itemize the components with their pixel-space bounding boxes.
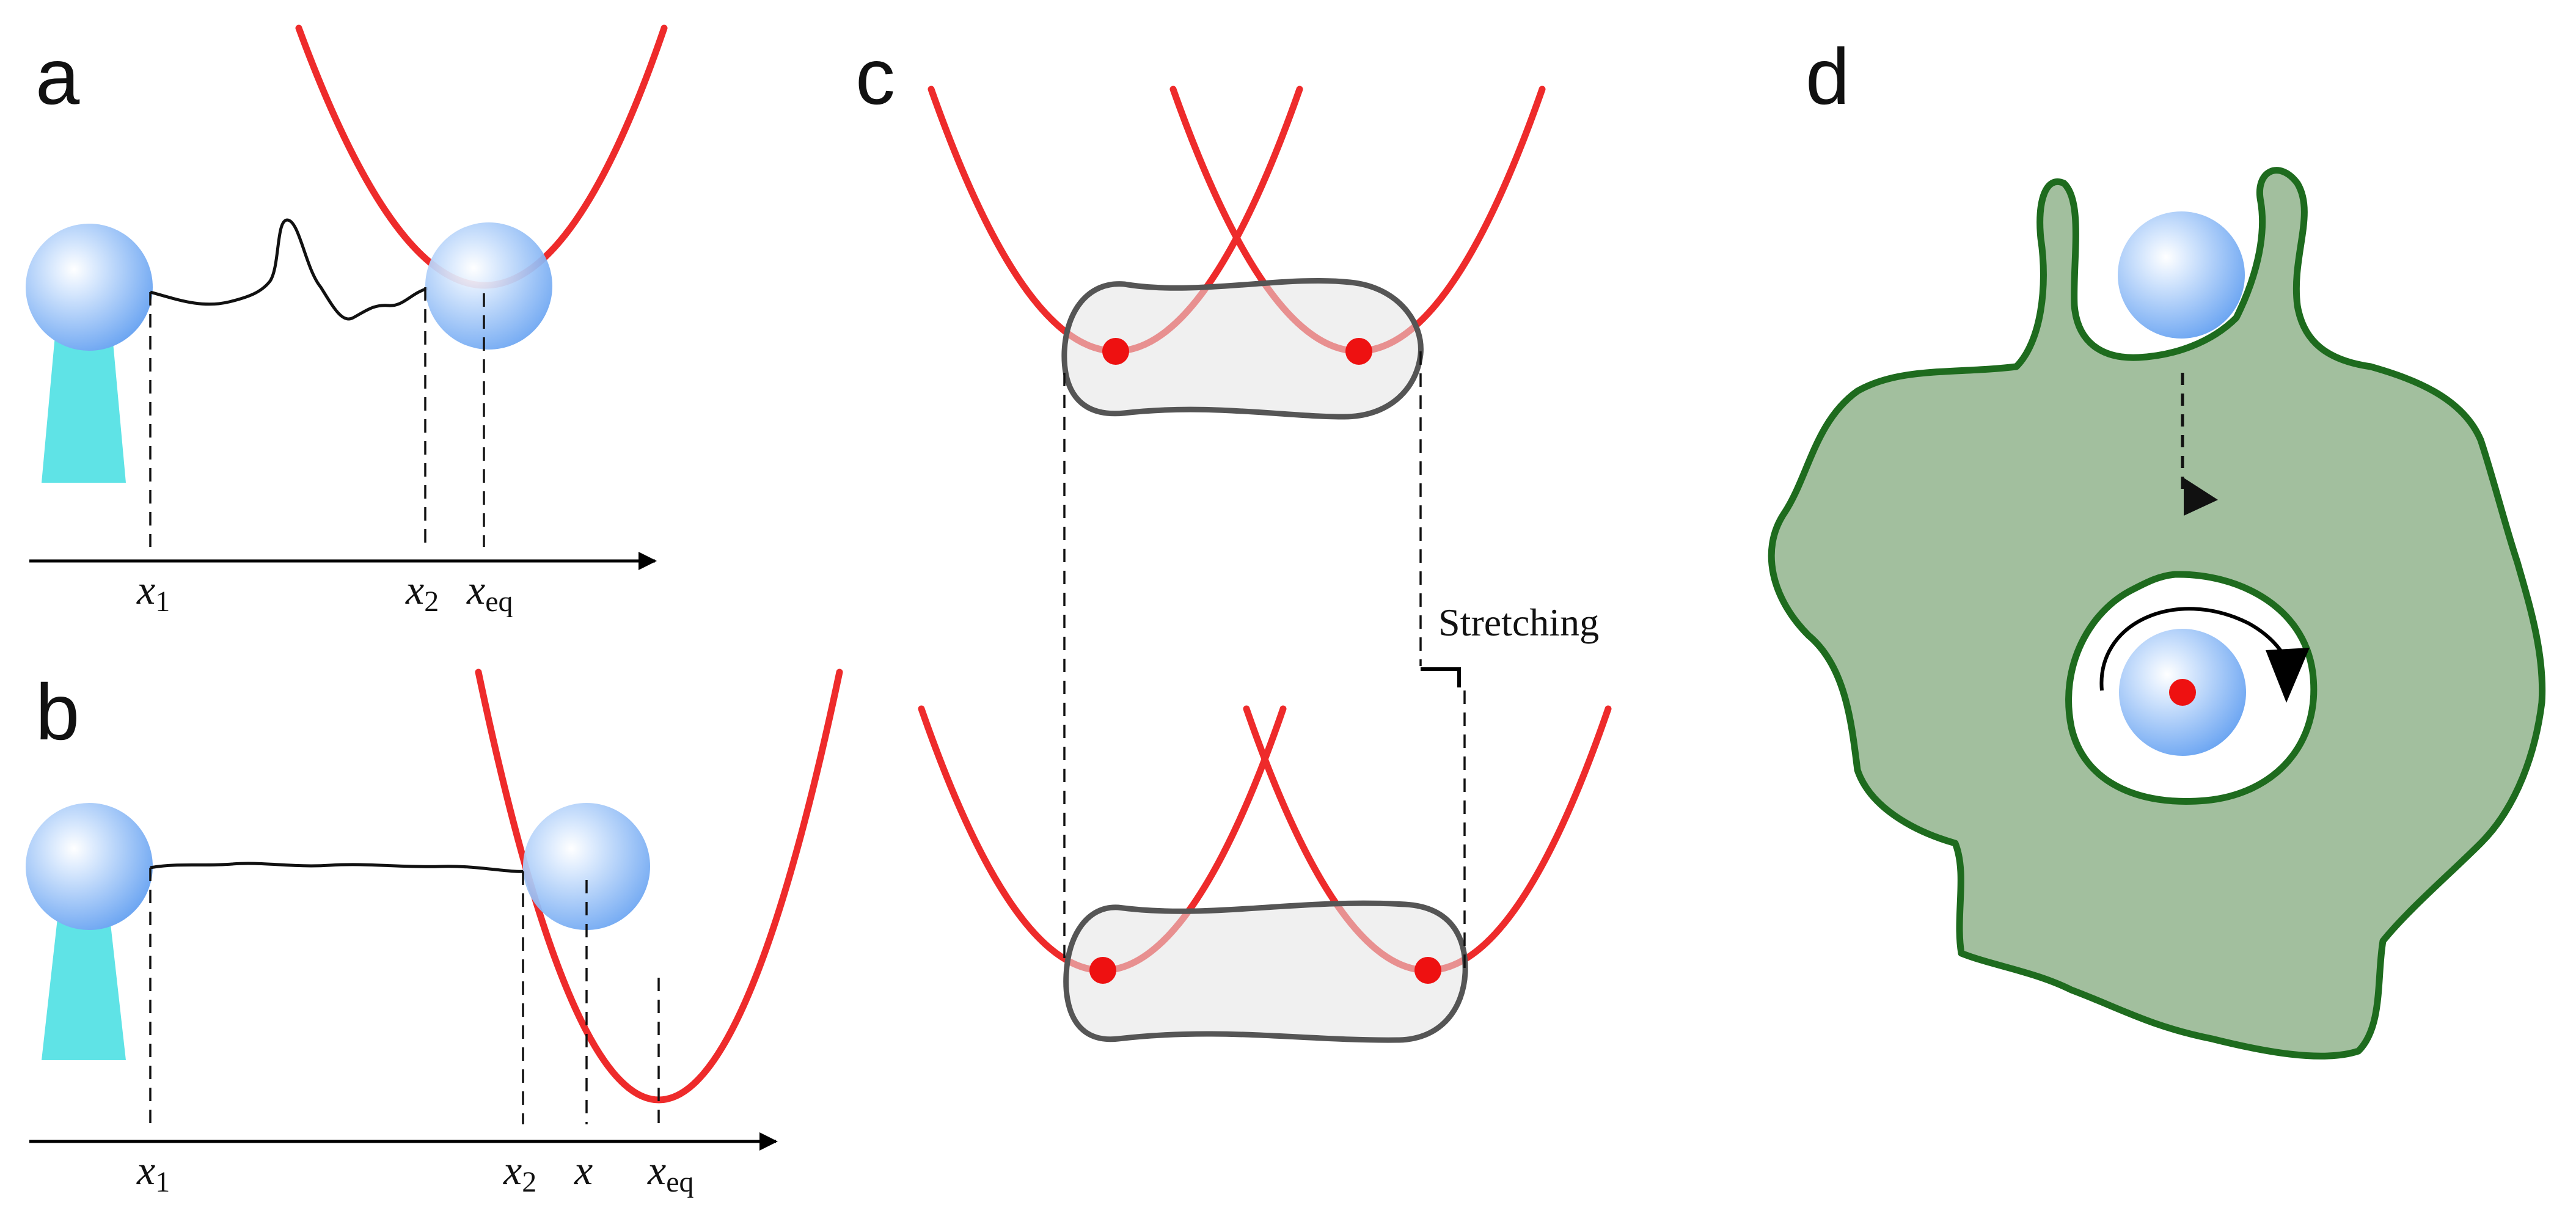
panel-d: d <box>1768 32 2546 1060</box>
fixed-pedestal <box>42 886 126 1060</box>
cell-stretched <box>1063 900 1468 1043</box>
trap-center-d <box>2169 679 2196 706</box>
trap-center-right-top <box>1345 338 1372 365</box>
trap-center-left-top <box>1102 338 1129 365</box>
panel-c: c Stretching <box>855 32 1612 1043</box>
panel-label-b: b <box>35 667 79 756</box>
external-bead <box>2118 211 2245 339</box>
panel-a: a x1 x2 xeq <box>26 24 668 618</box>
stretching-bracket <box>1421 667 1461 687</box>
trapped-bead-b <box>523 803 650 930</box>
panel-label-d: d <box>1806 32 1850 121</box>
trap-center-left-bottom <box>1089 957 1116 984</box>
fixed-bead <box>26 803 153 930</box>
tick-x1-b: x1 <box>136 1147 170 1198</box>
panel-label-a: a <box>35 32 80 121</box>
rotation-arrow <box>2099 607 2294 691</box>
tick-xeq-a: xeq <box>466 566 513 618</box>
panel-b: b x1 x2 x xeq <box>26 667 843 1198</box>
trapped-bead-a <box>425 222 552 350</box>
tether-stretched <box>150 862 526 873</box>
uptake-arrowhead <box>2184 478 2218 516</box>
fixed-bead <box>26 224 153 351</box>
trap-center-right-bottom <box>1414 957 1441 984</box>
tether-coiled <box>150 218 428 321</box>
tick-xeq-b: xeq <box>647 1147 694 1198</box>
tick-x2-b: x2 <box>503 1147 536 1198</box>
stretching-label: Stretching <box>1438 601 1599 644</box>
tick-x-b: x <box>574 1147 593 1193</box>
rotation-arrowhead <box>2266 648 2310 703</box>
tick-x2-a: x2 <box>405 566 439 618</box>
tick-x1-a: x1 <box>136 566 170 618</box>
cell-relaxed <box>1061 277 1424 420</box>
panel-label-c: c <box>855 32 895 121</box>
